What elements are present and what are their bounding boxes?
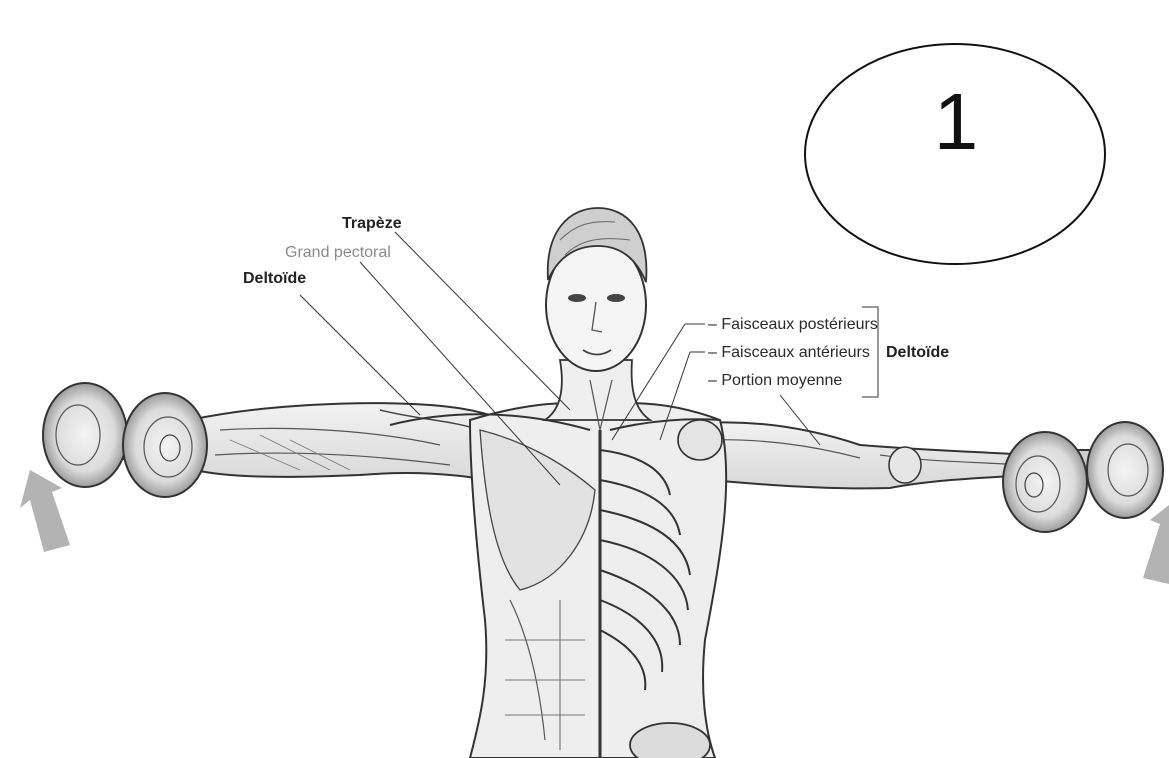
- label-grand-pectoral: Grand pectoral: [285, 244, 391, 262]
- label-faisceaux-anterieurs: – Faisceaux antérieurs: [708, 344, 870, 362]
- left-dumbbell: [43, 383, 207, 497]
- right-arrow-icon: [1143, 505, 1169, 584]
- left-arrow-icon: [20, 470, 70, 552]
- label-faisceaux-posterieurs: – Faisceaux postérieurs: [708, 316, 878, 334]
- label-trapeze: Trapèze: [342, 215, 402, 233]
- label-deltoide-left: Deltoïde: [243, 270, 306, 288]
- step-number: 1: [926, 72, 986, 172]
- right-dumbbell: [1003, 422, 1163, 532]
- label-portion-moyenne: – Portion moyenne: [708, 372, 842, 390]
- label-deltoide-right: Deltoïde: [886, 344, 949, 362]
- right-arm: [680, 422, 1030, 488]
- head: [546, 208, 646, 371]
